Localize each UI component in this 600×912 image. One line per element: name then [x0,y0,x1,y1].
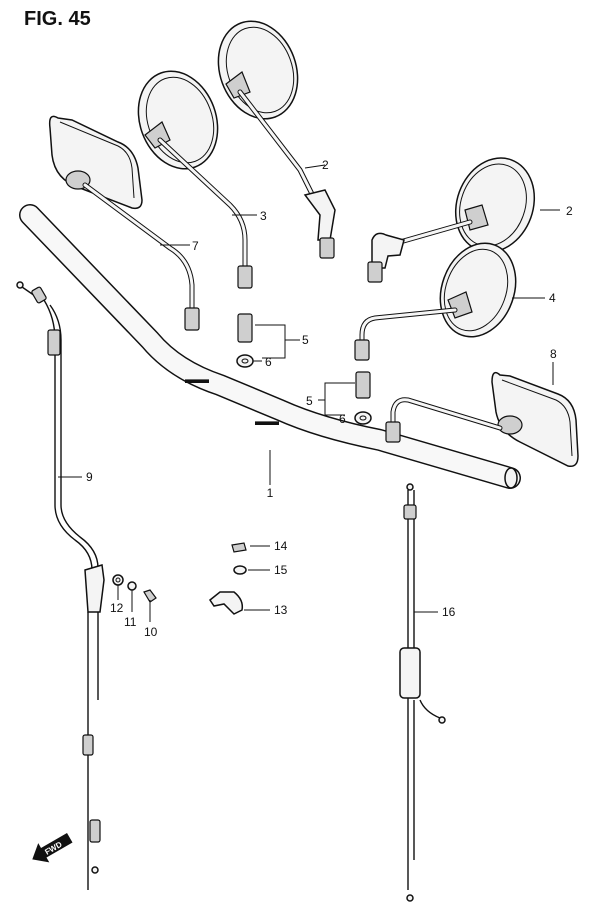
callout-1: 1 [267,486,274,500]
clutch-cable [16,281,105,890]
handlebar: ▬▬ ▬▬ [19,204,521,489]
callout-7: 7 [192,239,199,253]
callout-2-right: 2 [566,204,573,218]
throttle-cable [399,483,446,902]
callout-4: 4 [549,291,556,305]
callout-13: 13 [274,603,288,617]
callout-10: 10 [144,625,158,639]
callout-9: 9 [86,470,93,484]
callout-11: 11 [124,615,137,629]
fastener-group-left [112,574,157,622]
callout-12: 12 [110,601,124,615]
callout-3: 3 [260,209,267,223]
figure-title: FIG. 45 [24,8,91,30]
mirror-round-2-right [367,157,536,283]
callout-14: 14 [274,539,288,553]
leader-lines [58,164,560,613]
adapter-set-right [318,371,372,425]
callout-6-right: 6 [339,412,346,426]
svg-text:▬▬: ▬▬ [185,372,209,386]
callout-5-left: 5 [302,333,309,347]
callout-8: 8 [550,347,557,361]
callout-2-upper: 2 [322,158,329,172]
forward-arrow: FWD [32,832,73,863]
mirror-round-4 [354,242,517,361]
clamp-hardware [208,542,270,615]
callout-15: 15 [274,563,288,577]
mirror-rect-right [385,371,579,468]
callout-16: 16 [442,605,456,619]
callout-labels: 1 2 2 3 4 5 5 6 6 7 8 9 10 11 12 13 14 1… [86,158,573,639]
callout-6-left: 6 [265,355,272,369]
mirror-rect-left [48,115,200,331]
svg-text:▬▬: ▬▬ [255,414,279,428]
mirror-round-3 [137,70,253,289]
callout-5-right: 5 [306,394,313,408]
mirror-round-2-upper [217,20,336,259]
adapter-set-left [236,313,300,368]
